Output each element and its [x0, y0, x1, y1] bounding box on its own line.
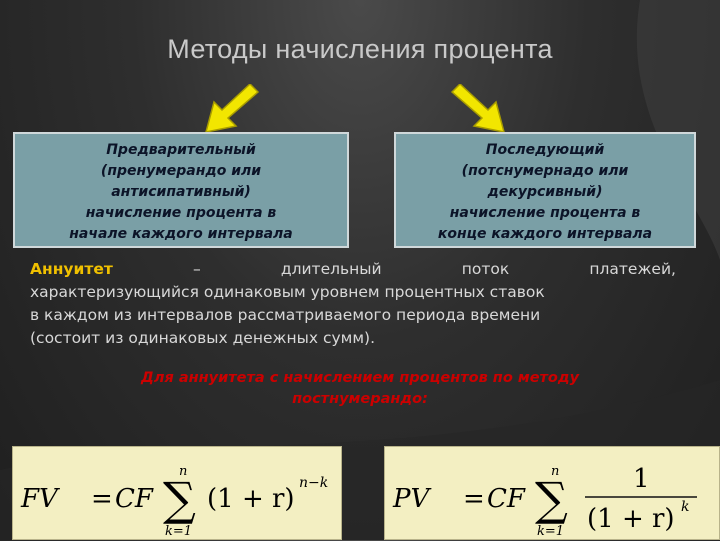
method-line: декурсивный)	[487, 184, 603, 200]
fv-sigma: ∑	[163, 472, 196, 526]
fv-lower: k=1	[165, 524, 192, 539]
note-line: постнумерандо:	[292, 391, 428, 407]
method-line: начисление процента в	[85, 205, 277, 221]
pv-upper: n	[551, 464, 559, 479]
pv-numerator: 1	[633, 464, 650, 494]
annuity-row: Аннуитет – длительный поток платежей,	[30, 258, 676, 281]
method-line: Предварительный	[106, 142, 256, 158]
annuity-word: поток	[461, 260, 510, 278]
formula-fv-box: FV = CF n ∑ k=1 (1 + r) n−k	[12, 446, 342, 540]
fv-eq: =	[91, 484, 113, 514]
note-line: Для аннуитета с начислением процентов по…	[140, 370, 580, 386]
method-box-postnumerando: Последующий (потснумернадо или декурсивн…	[394, 132, 696, 248]
slide-title: Методы начисления процента	[167, 34, 553, 64]
method-line: начисление процента в	[449, 205, 641, 221]
pv-lower: k=1	[537, 524, 564, 539]
arrow-down-left-icon	[204, 84, 260, 133]
method-line: начале каждого интервала	[69, 226, 293, 242]
annuity-word: –	[192, 260, 201, 278]
arrow-down-right-icon	[450, 84, 506, 133]
formula-pv: PV = CF n ∑ k=1 1 (1 + r) k	[392, 464, 697, 539]
formula-fv: FV = CF n ∑ k=1 (1 + r) n−k	[20, 464, 328, 539]
pv-lhs: PV	[392, 484, 431, 514]
annuity-word: длительный	[280, 260, 382, 278]
method-line: антисипативный)	[111, 184, 251, 200]
method-line: конце каждого интервала	[437, 226, 653, 242]
formula-pv-box: PV = CF n ∑ k=1 1 (1 + r) k	[384, 446, 720, 540]
method-line: (пренумерандо или	[100, 163, 262, 179]
method-line: (потснумернадо или	[461, 163, 629, 179]
fv-cf: CF	[115, 484, 154, 514]
annuity-definition: Аннуитет – длительный поток платежей, ха…	[30, 258, 676, 350]
annuity-row: характеризующийся одинаковым уровнем про…	[30, 283, 545, 301]
pv-sigma: ∑	[535, 472, 568, 526]
fv-lhs: FV	[20, 484, 60, 514]
fv-exponent: n−k	[299, 475, 328, 491]
pv-cf: CF	[487, 484, 526, 514]
annuity-row: (состоит из одинаковых денежных сумм).	[30, 329, 375, 347]
postnumerando-note: Для аннуитета с начислением процентов по…	[30, 368, 690, 410]
annuity-row: в каждом из интервалов рассматриваемого …	[30, 306, 541, 324]
fv-body: (1 + r)	[207, 484, 295, 514]
method-line: Последующий	[485, 142, 605, 158]
pv-eq: =	[463, 484, 485, 514]
pv-exponent: k	[681, 499, 689, 515]
method-box-prenumerando: Предварительный (пренумерандо или антиси…	[13, 132, 349, 248]
annuity-word: платежей,	[589, 260, 676, 278]
pv-denominator: (1 + r)	[587, 504, 675, 534]
annuity-term: Аннуитет	[30, 260, 113, 278]
fv-upper: n	[179, 464, 187, 479]
